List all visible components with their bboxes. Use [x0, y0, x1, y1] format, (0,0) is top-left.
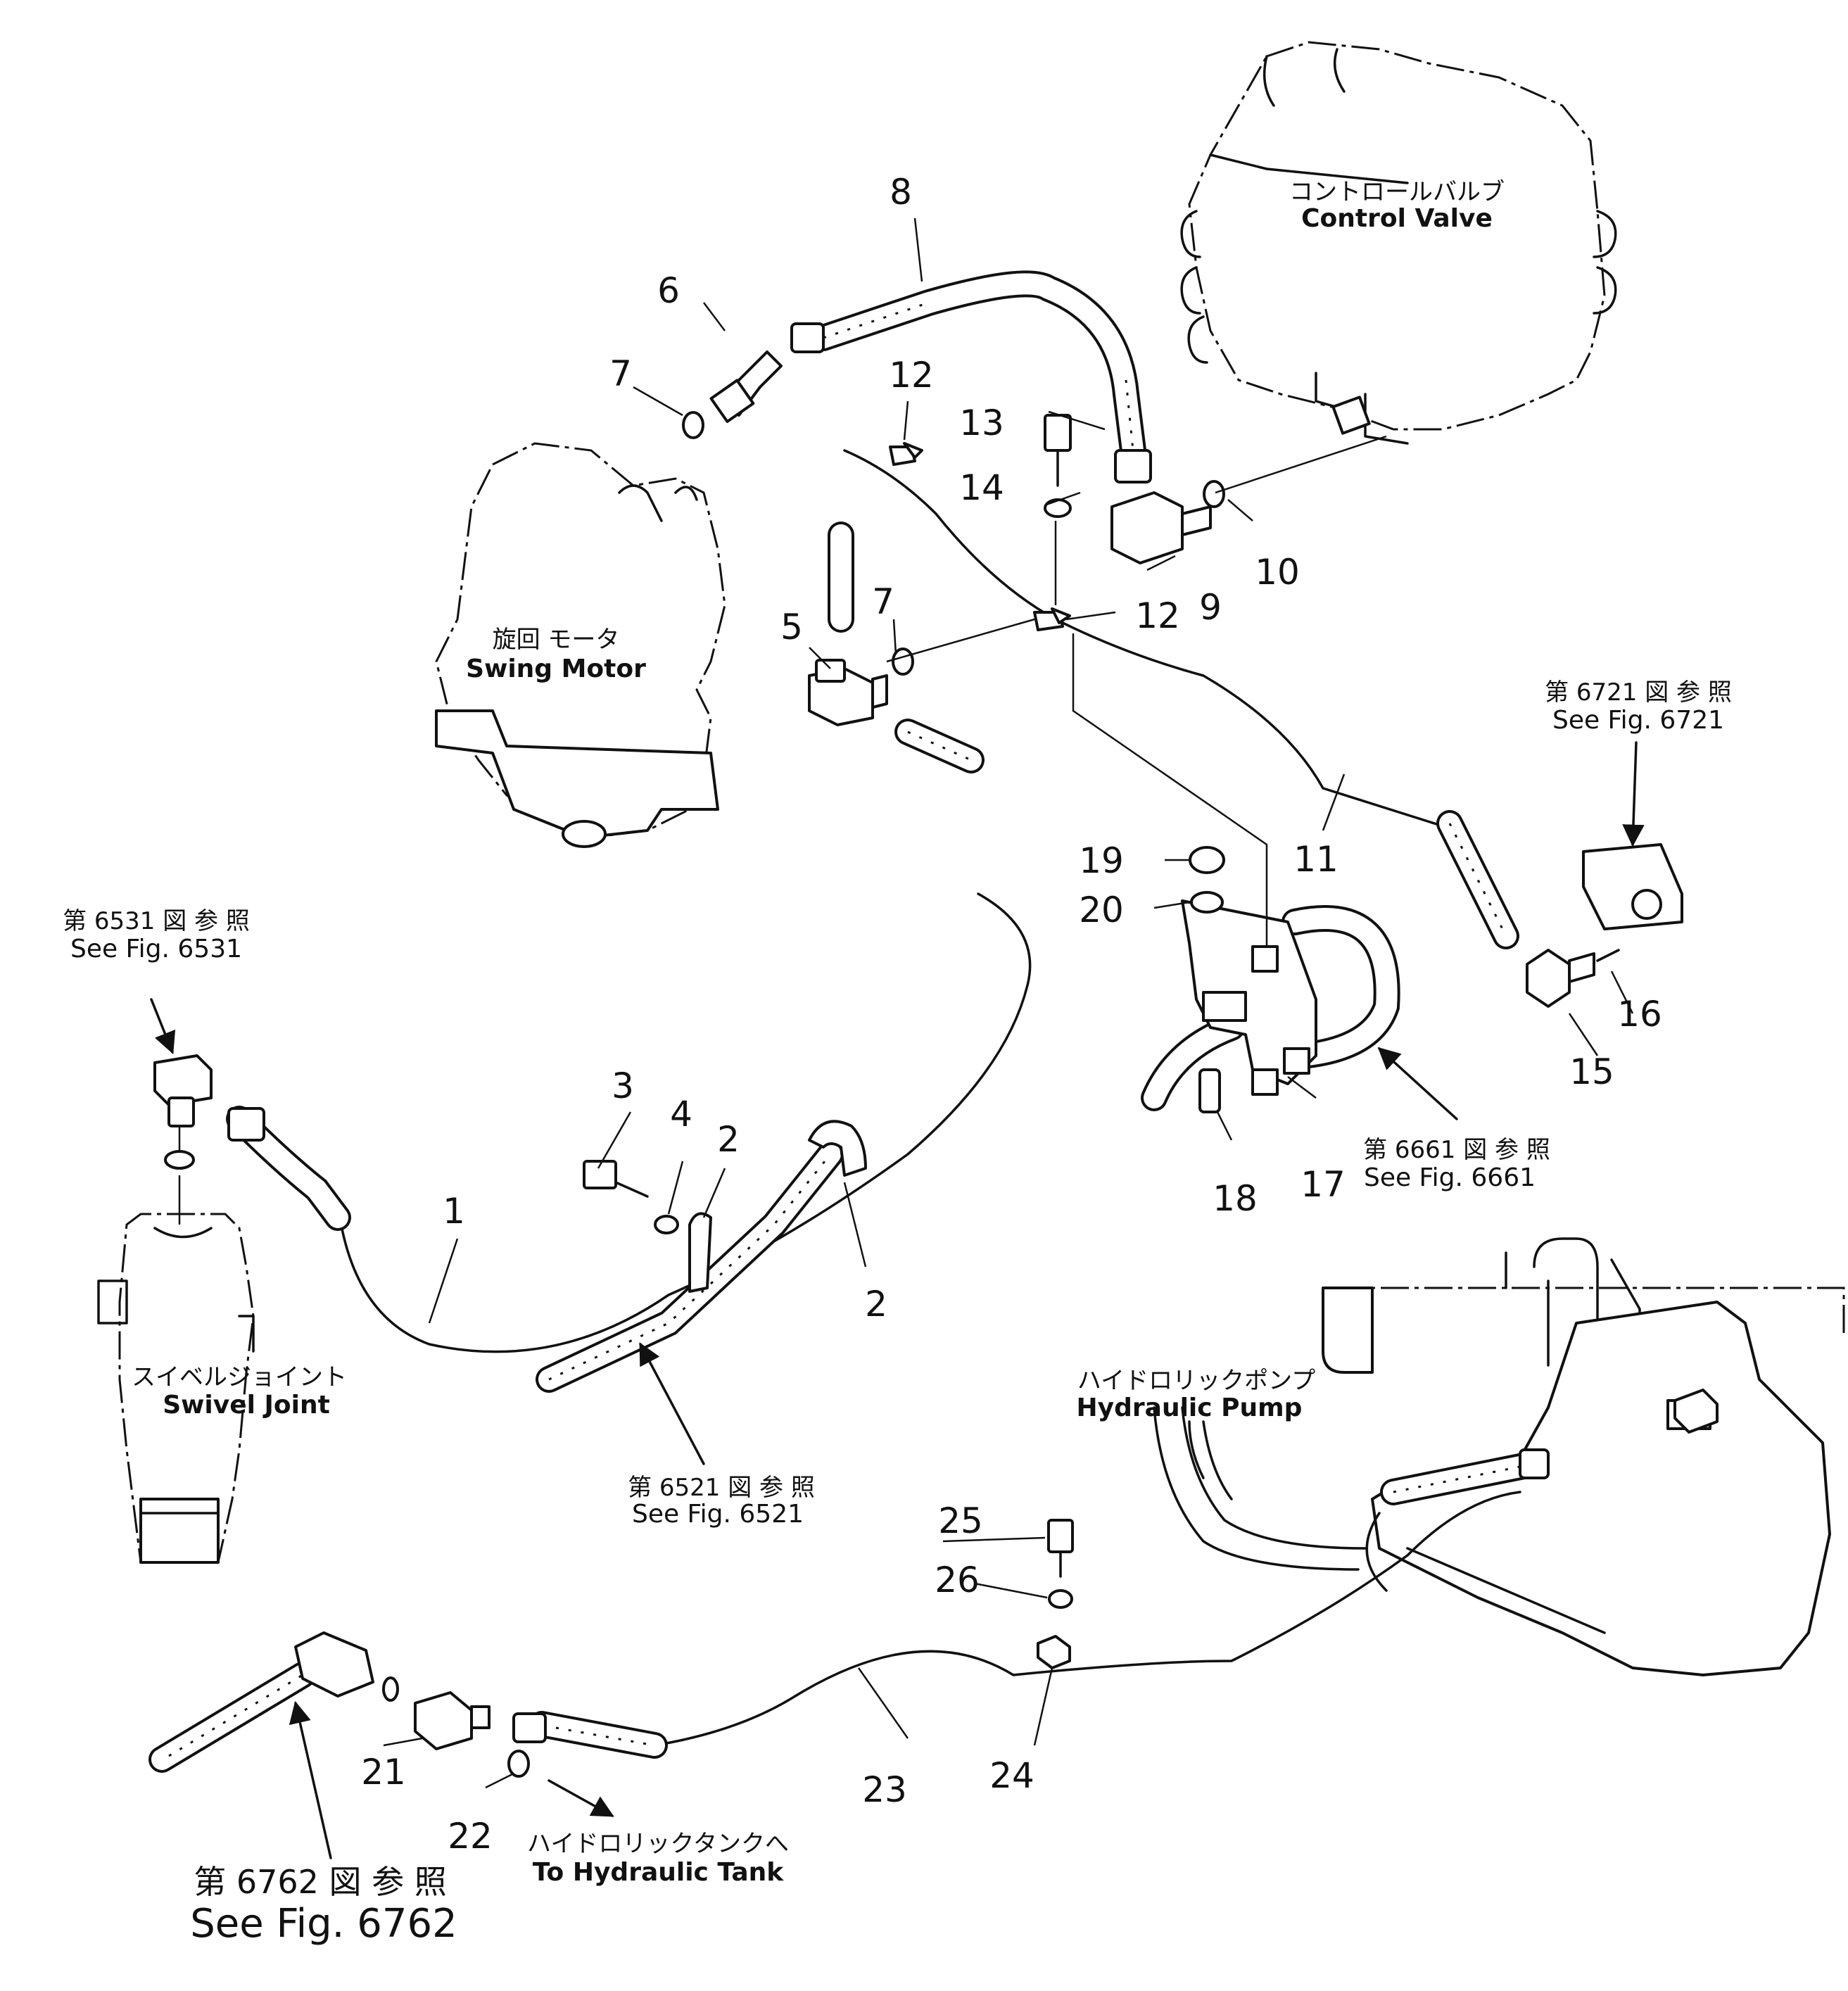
part-number-12b: 12 — [1135, 595, 1180, 636]
part-number-2b: 2 — [865, 1284, 887, 1325]
part-number-11: 11 — [1293, 839, 1338, 880]
part-number-19: 19 — [1079, 840, 1124, 881]
part-number-1: 1 — [443, 1191, 465, 1232]
control-valve-drawing: コントロールバルブ Control Valve — [1180, 41, 1617, 445]
part-number-13: 13 — [959, 403, 1004, 443]
reference-labels: 第 6721 図 参 照 See Fig. 6721 第 6531 図 参 照 … — [63, 678, 1732, 1947]
control-valve-label-en: Control Valve — [1301, 204, 1493, 233]
hose-11 — [843, 449, 1458, 832]
part-number-15: 15 — [1569, 1051, 1614, 1092]
ref-6661-jp: 第 6661 図 参 照 — [1363, 1136, 1550, 1164]
hose-23 — [653, 1491, 1521, 1747]
hydraulic-tank-label-jp: ハイドロリックタンクへ — [527, 1830, 789, 1858]
reference-arrows — [150, 741, 1645, 1859]
part-number-7b: 7 — [872, 581, 894, 622]
fittings — [153, 322, 1719, 1778]
part-number-2a: 2 — [717, 1119, 740, 1160]
swivel-joint-drawing: スイベルジョイント Swivel Joint — [97, 1213, 347, 1564]
part-number-8: 8 — [890, 172, 912, 213]
ref-6661-en: See Fig. 6661 — [1364, 1163, 1536, 1192]
part-number-20: 20 — [1079, 890, 1124, 930]
hydraulic-pump-drawing: ハイドロリックポンプ Hydraulic Pump — [1077, 1237, 1845, 1676]
part-number-6: 6 — [657, 270, 680, 311]
swing-motor-label-jp: 旋回 モータ — [493, 626, 620, 654]
hoses — [148, 270, 1548, 1773]
part-number-21: 21 — [361, 1752, 406, 1793]
part-number-4: 4 — [670, 1094, 692, 1134]
ref-6521-en: See Fig. 6521 — [632, 1500, 804, 1529]
ref-6762-en: See Fig. 6762 — [190, 1901, 457, 1947]
ref-6762-jp: 第 6762 図 参 照 — [194, 1863, 447, 1901]
leader-lines — [178, 217, 1634, 1789]
part-number-26: 26 — [935, 1560, 980, 1600]
part-number-5: 5 — [780, 607, 803, 647]
ref-6721-jp: 第 6721 図 参 照 — [1545, 678, 1732, 707]
ref-6721-en: See Fig. 6721 — [1552, 706, 1724, 735]
part-number-16: 16 — [1617, 994, 1662, 1035]
part-number-10: 10 — [1255, 552, 1300, 593]
hydraulic-pump-label-jp: ハイドロリックポンプ — [1077, 1367, 1315, 1395]
hydraulic-tank-label-en: To Hydraulic Tank — [533, 1858, 784, 1887]
ref-6521-jp: 第 6521 図 参 照 — [628, 1474, 815, 1502]
part-number-labels: 8 6 7 12 13 14 10 9 12 7 5 11 19 20 16 1… — [361, 172, 1662, 1857]
part-number-23: 23 — [862, 1769, 907, 1810]
ref-6531-en: See Fig. 6531 — [70, 935, 242, 963]
control-valve-label-jp: コントロールバルブ — [1289, 178, 1505, 206]
part-number-7a: 7 — [609, 353, 632, 394]
part-number-12a: 12 — [889, 355, 934, 396]
part-number-25: 25 — [938, 1500, 983, 1541]
part-number-18: 18 — [1213, 1178, 1258, 1219]
part-number-9: 9 — [1199, 587, 1222, 628]
hydraulic-pump-label-en: Hydraulic Pump — [1077, 1393, 1303, 1422]
part-number-24: 24 — [989, 1755, 1034, 1796]
part-number-3: 3 — [612, 1066, 634, 1106]
swivel-joint-label-en: Swivel Joint — [163, 1391, 330, 1420]
swivel-joint-label-jp: スイベルジョイント — [132, 1363, 347, 1391]
swing-motor-label-en: Swing Motor — [466, 655, 646, 683]
part-number-14: 14 — [959, 467, 1004, 508]
part-number-17: 17 — [1300, 1164, 1346, 1205]
part-number-22: 22 — [448, 1816, 493, 1857]
ref-6531-jp: 第 6531 図 参 照 — [63, 907, 250, 935]
swing-motor-drawing: 旋回 モータ Swing Motor — [435, 442, 726, 848]
